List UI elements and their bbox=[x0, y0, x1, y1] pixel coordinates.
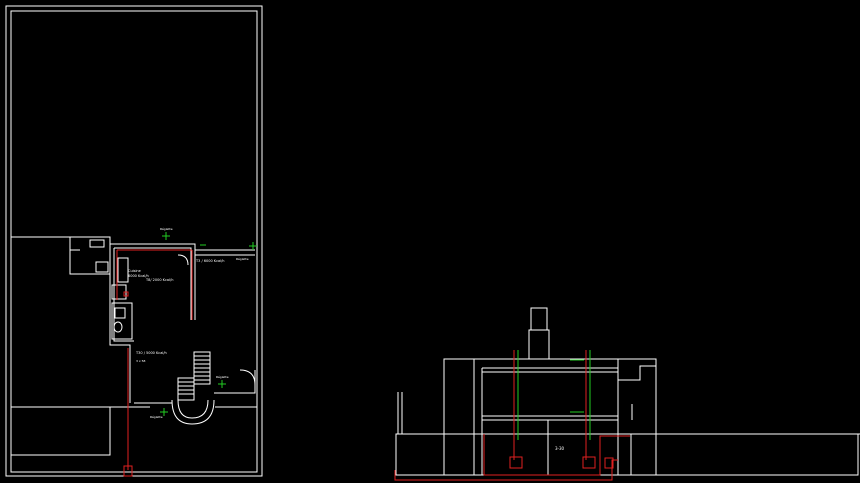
utility-fixture bbox=[89, 239, 105, 248]
red-meter bbox=[123, 465, 133, 477]
entrance-curve bbox=[171, 399, 215, 425]
chimney bbox=[528, 329, 550, 360]
house-wall-north bbox=[110, 243, 196, 320]
door-swing-2 bbox=[177, 254, 189, 266]
entrance-curve-inner bbox=[177, 399, 209, 419]
label-room-4: T8/ 2000 Kcal/h bbox=[145, 278, 173, 282]
label-room-1: T3 / 6000 Kcal/h bbox=[195, 259, 225, 263]
label-room-8: Réglette bbox=[216, 375, 229, 379]
label-room-6: 3 x 58 bbox=[136, 359, 146, 363]
label-right: Réglette bbox=[236, 257, 249, 261]
section-step bbox=[618, 365, 656, 381]
plan-red-pipes bbox=[116, 249, 193, 477]
staircase bbox=[177, 351, 211, 401]
toilet-icon bbox=[113, 321, 123, 333]
chimney-top bbox=[530, 307, 548, 331]
section-left-annex bbox=[395, 433, 445, 476]
utility-fixture-2 bbox=[95, 261, 109, 273]
door-swing bbox=[239, 369, 256, 386]
label-room-7: Réglette bbox=[150, 415, 163, 419]
label-room-2: Cuisine bbox=[128, 269, 141, 273]
section-dim-label: 3-30 bbox=[555, 446, 565, 451]
terrace-wall-east bbox=[214, 370, 256, 394]
section-outline bbox=[443, 358, 657, 476]
label-room-3: 6000 Kcal/h bbox=[128, 274, 149, 278]
label-room-5: T30 / 5000 Kcal/h bbox=[135, 351, 167, 355]
red-valve bbox=[123, 291, 129, 297]
bathroom bbox=[111, 302, 133, 340]
sink-icon bbox=[114, 307, 126, 319]
lower-left-lot bbox=[11, 406, 111, 456]
section-right-annex bbox=[630, 433, 859, 476]
kitchen-counter bbox=[117, 257, 129, 283]
floor-plan bbox=[5, 5, 263, 477]
house-wall-west-inner bbox=[113, 248, 134, 342]
site-inner-frame bbox=[10, 10, 258, 473]
plan-labels: Réglette Réglette T3 / 6000 Kcal/h Cuisi… bbox=[128, 227, 249, 419]
house-wall-north-inner bbox=[114, 247, 192, 320]
site-outer-frame bbox=[5, 5, 263, 477]
section-pipes bbox=[394, 350, 630, 481]
plan-green-fixtures bbox=[160, 232, 257, 416]
house-wall-west bbox=[109, 244, 131, 403]
label-top-1: Réglette bbox=[160, 227, 173, 231]
section-drawing bbox=[395, 307, 860, 476]
